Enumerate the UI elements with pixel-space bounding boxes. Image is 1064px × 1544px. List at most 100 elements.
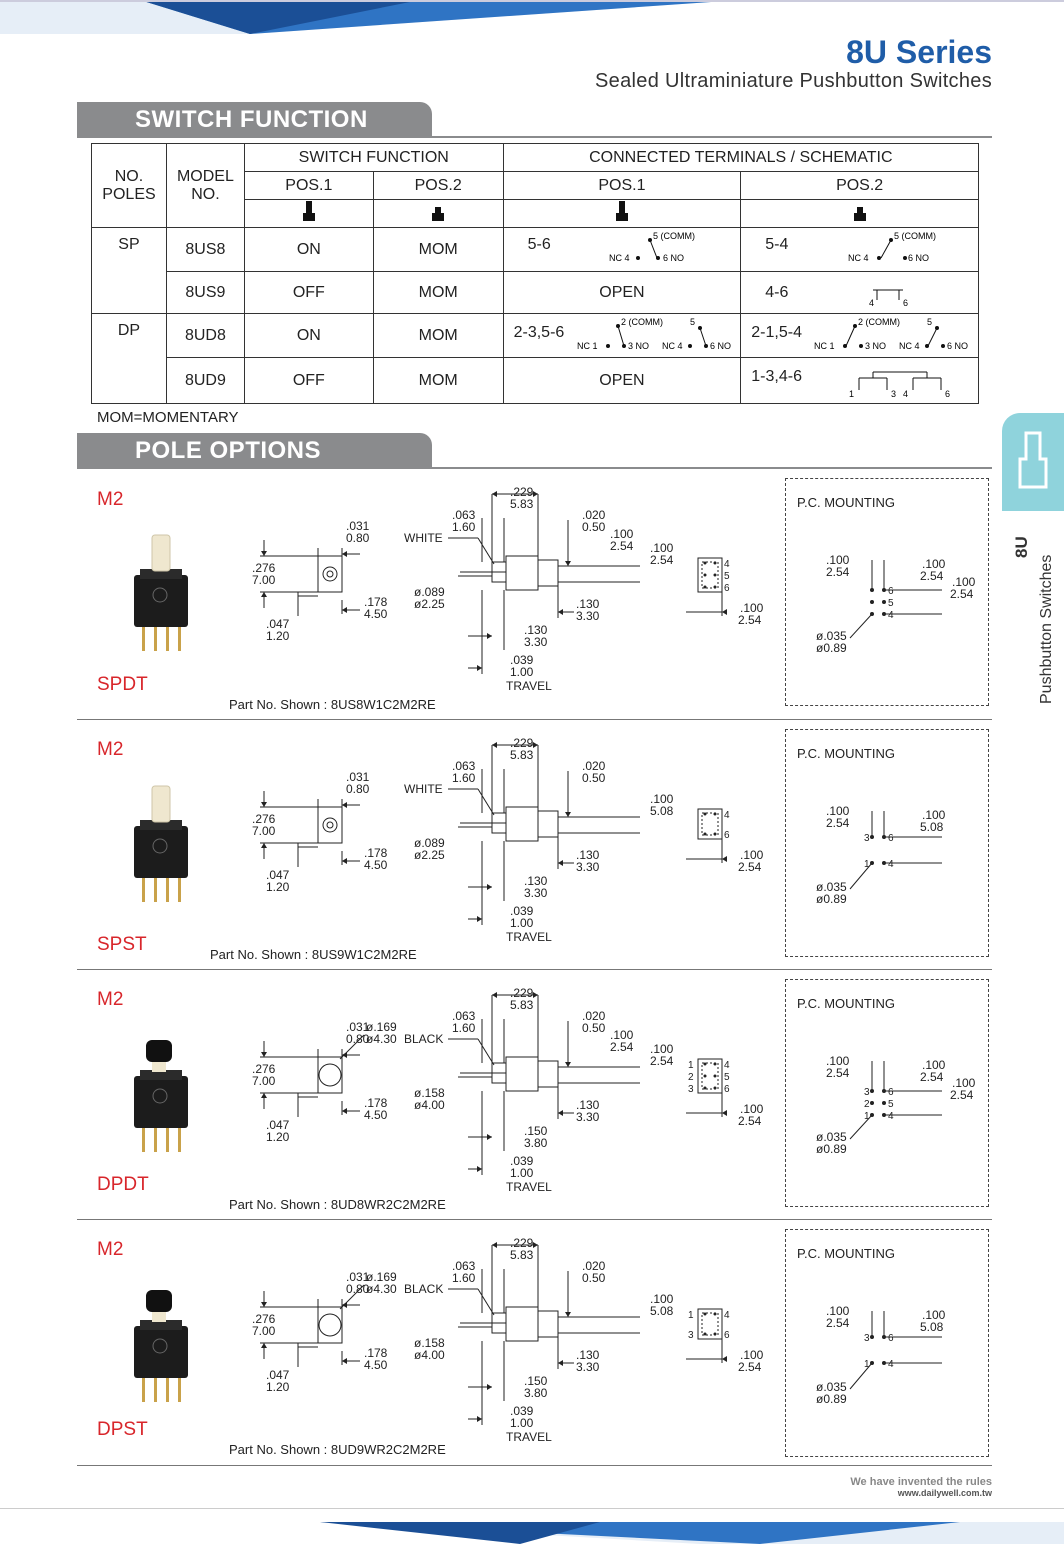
dimension-label: 5.08 (650, 804, 674, 818)
switch-collar (140, 820, 182, 830)
dimension-label: 6 (888, 1333, 894, 1344)
dimension-label: .276 (252, 812, 276, 826)
svg-text:1: 1 (849, 389, 854, 399)
dimension-label: 2.54 (610, 539, 634, 553)
front-view-actuator-inner (326, 821, 334, 829)
front-view-outline (317, 1306, 343, 1344)
dimension-label: 6 (724, 1084, 730, 1095)
dimension-label: .100 (740, 1348, 764, 1362)
switch-pin (154, 627, 157, 651)
switch-pin (142, 1128, 145, 1152)
dimension-label: .047 (266, 1368, 290, 1382)
arrowhead (342, 1108, 347, 1114)
dimension-label: 4.50 (364, 1108, 388, 1122)
footer-tagline: We have invented the rules (850, 1476, 992, 1488)
dimension-line (849, 613, 873, 639)
arrowhead (342, 802, 347, 808)
dimension-label: .031 (346, 519, 370, 533)
footer-url[interactable]: www.dailywell.com.tw (897, 1488, 992, 1498)
dimension-label: ø0.89 (816, 641, 847, 655)
dimension-label: 1.60 (452, 520, 476, 534)
dimension-label: 3 (864, 1087, 870, 1098)
switch-pin (178, 627, 181, 651)
bottom-view-inner (701, 1062, 719, 1090)
dimension-label: .229 (510, 736, 534, 750)
dimension-label: 5 (888, 1099, 894, 1110)
dimension-label: ø.035 (816, 1130, 847, 1144)
side-view-base (537, 559, 559, 587)
dimension-label: 0.50 (582, 1021, 606, 1035)
pin-dot (713, 1332, 717, 1336)
svg-text:NC 4: NC 4 (899, 341, 920, 351)
arrowhead (261, 1343, 267, 1348)
switch-function-heading: SWITCH FUNCTION (77, 102, 432, 138)
dimension-label: 5.08 (650, 1304, 674, 1318)
dimension-label: .130 (524, 874, 548, 888)
dimension-label: 3 (864, 1333, 870, 1344)
arrowhead (477, 1166, 482, 1172)
pushbutton-icon (1018, 431, 1048, 489)
dimension-label: .100 (922, 808, 946, 822)
mounting-hole (882, 600, 886, 604)
dimension-label: 5.83 (510, 748, 534, 762)
switch-pin (178, 878, 181, 902)
dimension-label: .130 (576, 1348, 600, 1362)
side-category-tab[interactable] (1002, 413, 1064, 511)
bottom-view-inner (701, 1312, 719, 1336)
pos1-8ud9: OFF (243, 357, 374, 404)
dimension-label: .276 (252, 561, 276, 575)
mounting-hole (882, 612, 886, 616)
arrowhead (533, 742, 538, 748)
dimension-label: .150 (524, 1374, 548, 1388)
dimension-label: .020 (582, 508, 606, 522)
switch-body (134, 1326, 188, 1378)
bottom-view-inner (701, 812, 719, 836)
dimension-label: 5.83 (510, 998, 534, 1012)
pole-code-label: M2 (97, 1239, 124, 1260)
dimension-label: 3.30 (524, 635, 548, 649)
brand-logo-icon (152, 838, 168, 854)
switch-pin (154, 1378, 157, 1402)
dimension-label: 1.00 (510, 916, 534, 930)
switch-pin (142, 627, 145, 651)
arrowhead (558, 609, 563, 615)
pc-mounting-title: P.C. MOUNTING (797, 1246, 895, 1261)
dimension-label: 1 (864, 1359, 870, 1370)
dimension-label: 2.54 (650, 1054, 674, 1068)
dimension-label: ø0.89 (816, 1392, 847, 1406)
pin-dot (703, 1086, 707, 1090)
switch-collar (140, 1320, 182, 1330)
svg-text:5 (COMM): 5 (COMM) (653, 231, 695, 241)
dimension-line (849, 1114, 873, 1140)
dimension-label: 4.50 (364, 858, 388, 872)
section-divider (77, 467, 992, 469)
dimension-label: 5 (724, 1072, 730, 1083)
dimension-label: 6 (724, 830, 730, 841)
svg-text:6: 6 (945, 389, 950, 399)
svg-text:3 NO: 3 NO (628, 341, 649, 351)
dimension-label: 6 (724, 583, 730, 594)
pole-type-label: DPDT (97, 1174, 149, 1195)
arrowhead (565, 812, 571, 817)
dimension-label: .100 (952, 1076, 976, 1090)
arrowhead (533, 992, 538, 998)
model-8us8: 8US8 (165, 227, 245, 272)
dimension-label: ø4.30 (366, 1032, 397, 1046)
pos1-8us9: OFF (243, 271, 374, 314)
dimension-label: .178 (364, 1346, 388, 1360)
panel-divider (77, 719, 992, 720)
schematic-spdt-pos1: 5 (COMM) NC 4 6 NO (609, 231, 695, 263)
dimension-label: 3.30 (576, 1110, 600, 1124)
pin-dot (703, 832, 707, 836)
dimension-label: .047 (266, 617, 290, 631)
dimension-label: 1 (688, 1060, 694, 1071)
pole-options-heading: POLE OPTIONS (77, 433, 432, 469)
arrowhead (487, 1134, 492, 1140)
pin-dot (713, 1074, 717, 1078)
arrowhead (492, 491, 497, 497)
dimension-label: .031 (346, 1270, 370, 1284)
arrowhead (492, 992, 497, 998)
dimension-label: .047 (266, 1118, 290, 1132)
dimension-label: .100 (610, 1028, 634, 1042)
